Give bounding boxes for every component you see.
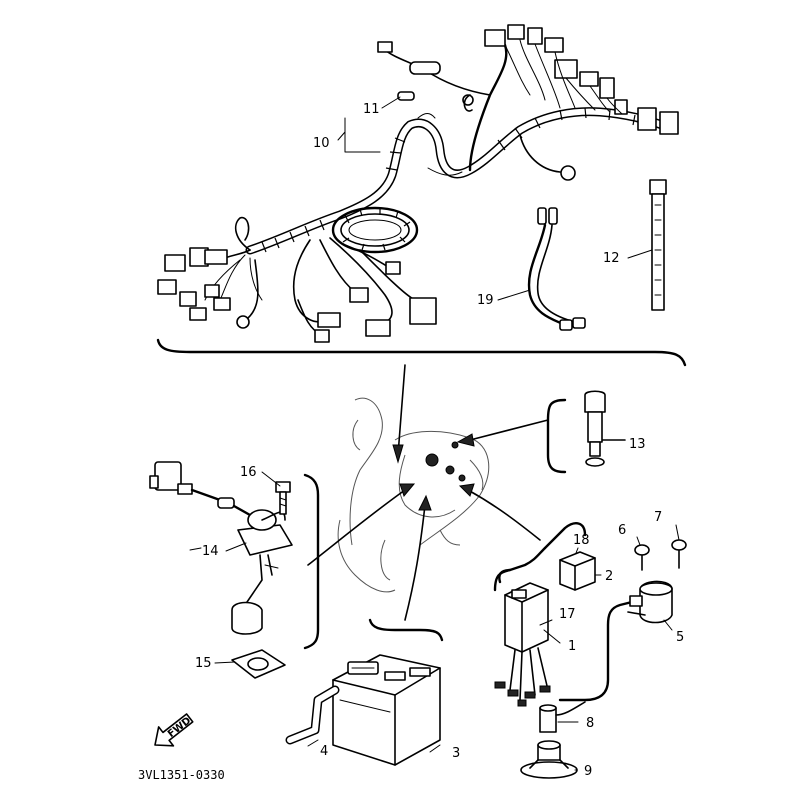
callout-8: 8 bbox=[586, 716, 594, 731]
mount-point-d bbox=[458, 474, 466, 482]
callout-15: 15 bbox=[195, 656, 212, 671]
callout-12: 12 bbox=[603, 251, 620, 266]
relay-bracket bbox=[498, 568, 512, 584]
relay-assembly bbox=[493, 522, 596, 707]
motorcycle-outline bbox=[337, 397, 490, 593]
connector-lower-a bbox=[317, 312, 341, 328]
bolt-part-16 bbox=[275, 481, 291, 515]
callout-17: 17 bbox=[559, 607, 576, 622]
gasket-part-15 bbox=[231, 649, 286, 679]
harness-coil bbox=[331, 206, 419, 254]
callout-6: 6 bbox=[618, 523, 626, 538]
sender-connector bbox=[154, 461, 182, 491]
screw-part-6 bbox=[634, 544, 650, 571]
fwd-arrow-icon: FWD bbox=[154, 713, 194, 747]
assembly-arrows bbox=[307, 364, 549, 621]
mount-point-b bbox=[445, 465, 455, 475]
starter-relay-part-5 bbox=[558, 580, 673, 702]
callout-16: 16 bbox=[240, 465, 257, 480]
callout-11: 11 bbox=[363, 102, 380, 117]
cable-tie-part-12 bbox=[649, 179, 667, 311]
connector-lower-f bbox=[314, 329, 330, 343]
screw-part-7 bbox=[671, 539, 687, 569]
battery-part-3 bbox=[332, 618, 444, 766]
callout-10: 10 bbox=[313, 136, 330, 151]
fuse-part-11 bbox=[397, 91, 415, 101]
harness-group-bracket bbox=[156, 338, 687, 367]
callout-9: 9 bbox=[584, 764, 592, 779]
callout-7: 7 bbox=[654, 510, 662, 525]
mount-point-a bbox=[425, 453, 439, 467]
left-connector-cluster bbox=[157, 247, 231, 321]
callout-14: 14 bbox=[202, 544, 219, 559]
mount-point-c bbox=[451, 441, 459, 449]
drawing-code: 3VL1351-0330 bbox=[138, 768, 225, 782]
right-connector-cluster bbox=[484, 24, 679, 135]
callout-19: 19 bbox=[477, 293, 494, 308]
callout-4: 4 bbox=[320, 744, 328, 759]
callout-18: 18 bbox=[573, 533, 590, 548]
relay-part-18 bbox=[559, 551, 596, 591]
boot-part-9 bbox=[520, 740, 578, 779]
callout-13: 13 bbox=[629, 437, 646, 452]
leader-lines bbox=[189, 96, 680, 771]
callout-3: 3 bbox=[452, 746, 460, 761]
ground-terminal-top bbox=[462, 94, 474, 106]
connector-lower-e bbox=[409, 297, 437, 325]
callout-numbers: 11 10 12 19 13 16 14 15 4 3 18 2 17 1 6 … bbox=[195, 102, 684, 779]
callout-5: 5 bbox=[676, 630, 684, 645]
cap-part-8 bbox=[539, 701, 586, 733]
connector-lower-b bbox=[349, 287, 369, 303]
sub-lead-part-19 bbox=[527, 207, 586, 331]
connector-lower-c bbox=[365, 319, 391, 337]
fuel-sender-part-14 bbox=[149, 461, 320, 650]
harness-wrap-stripes bbox=[261, 107, 636, 253]
connector-lower-d bbox=[385, 261, 401, 275]
ground-terminal-right bbox=[560, 165, 576, 181]
part-13 bbox=[546, 390, 626, 474]
callout-1: 1 bbox=[568, 639, 576, 654]
fuse-holder bbox=[409, 61, 441, 75]
callout-2: 2 bbox=[605, 569, 613, 584]
ground-terminal-left bbox=[236, 315, 250, 329]
wire-harness bbox=[157, 24, 679, 343]
upper-left-connector bbox=[377, 41, 393, 53]
